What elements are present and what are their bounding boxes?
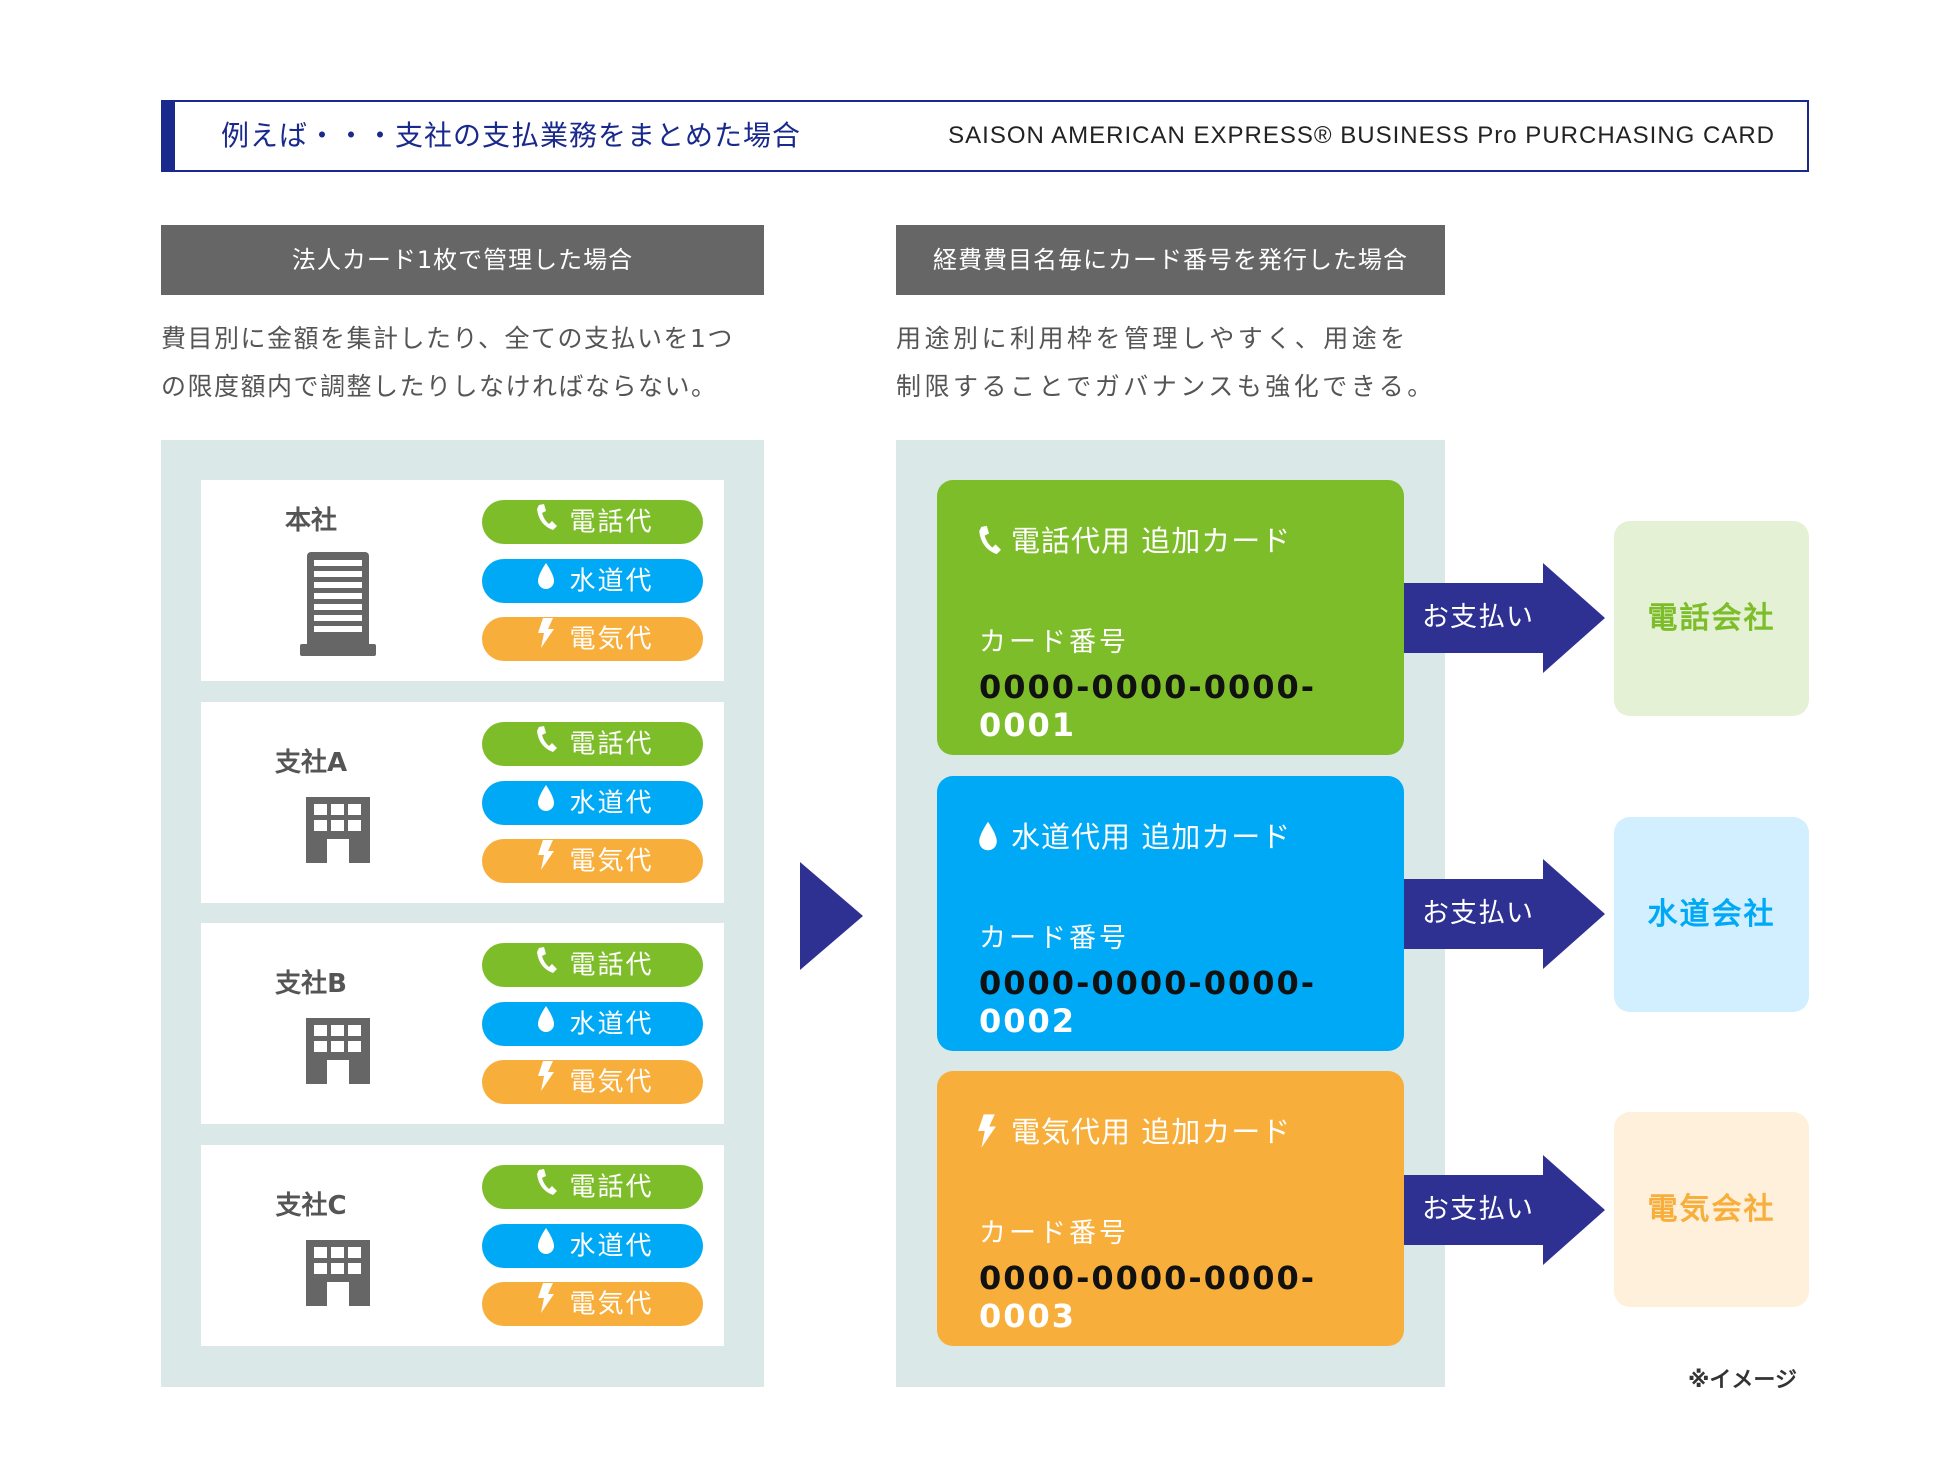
card-title: 水道代用 追加カード [977,814,1291,859]
branch-name: 支社C [275,1191,347,1221]
expense-pill-electric: 電気代 [482,617,703,661]
branch-name: 支社B [275,969,347,999]
water-drop-icon [531,782,561,826]
right-description: 用途別に利用枠を管理しやすく、用途を 制限することでガバナンスも強化できる。 [896,315,1496,411]
company-phone: 電話会社 [1614,521,1809,716]
payment-arrow-phone: お支払い [1404,563,1605,673]
headquarters-building-icon [300,552,376,656]
lightning-icon [531,1282,561,1327]
right-section-header: 経費費目名毎にカード番号を発行した場合 [896,225,1445,295]
office-building-icon [306,797,370,863]
left-desc-line: 費目別に金額を集計したり、全ての支払いを1つ [161,324,734,353]
expense-pill-water: 水道代 [482,1002,703,1046]
company-water: 水道会社 [1614,817,1809,1012]
company-electric: 電気会社 [1614,1112,1809,1307]
card-number: 0000-0000-0000-0002 [979,964,1317,1040]
left-description: 費目別に金額を集計したり、全ての支払いを1つ の限度額内で調整したりしなければな… [161,315,801,411]
arrow-icon [1404,563,1605,673]
expense-pill-electric: 電気代 [482,1060,703,1104]
card-number-label: カード番号 [979,1218,1129,1249]
left-desc-line: の限度額内で調整したりしなければならない。 [161,372,718,401]
phone-icon [977,524,1007,563]
card-number-label: カード番号 [979,923,1129,954]
right-desc-line: 制限することでガバナンスも強化できる。 [896,372,1436,401]
payment-label: お支払い [1422,898,1534,929]
arrow-icon [1404,1155,1605,1265]
additional-card-water: 水道代用 追加カード カード番号 0000-0000-0000-0002 [937,776,1404,1051]
lightning-icon [531,839,561,884]
expense-pill-water: 水道代 [482,781,703,825]
image-note: ※イメージ [1688,1368,1797,1393]
branch-name: 支社A [274,748,348,778]
lightning-icon [531,617,561,662]
payment-arrow-water: お支払い [1404,859,1605,969]
water-drop-icon [531,1225,561,1269]
office-building-icon [306,1240,370,1306]
expense-pill-phone: 電話代 [482,722,703,766]
card-title: 電話代用 追加カード [977,518,1291,563]
additional-card-phone: 電話代用 追加カード カード番号 0000-0000-0000-0001 [937,480,1404,755]
expense-pill-electric: 電気代 [482,1282,703,1326]
left-section-header: 法人カード1枚で管理した場合 [161,225,764,295]
lightning-icon [531,1060,561,1105]
right-desc-line: 用途別に利用枠を管理しやすく、用途を [896,324,1409,353]
water-drop-icon [977,820,1007,859]
additional-card-electric: 電気代用 追加カード カード番号 0000-0000-0000-0003 [937,1071,1404,1346]
expense-pill-water: 水道代 [482,559,703,603]
payment-arrow-electric: お支払い [1404,1155,1605,1265]
brand-name: SAISON AMERICAN EXPRESS® BUSINESS Pro PU… [948,122,1775,149]
expense-pill-electric: 電気代 [482,839,703,883]
branch-box-b: 支社B 電話代 水道代 電気代 [201,923,724,1124]
card-title: 電気代用 追加カード [977,1109,1291,1155]
transition-arrow-icon [800,862,863,970]
water-drop-icon [531,1003,561,1047]
expense-pill-phone: 電話代 [482,943,703,987]
card-number: 0000-0000-0000-0001 [979,668,1317,744]
branch-box-headquarters: 本社 電話代 水道代 電気代 [201,480,724,681]
phone-icon [531,723,561,767]
single-card-panel: 本社 電話代 水道代 電気代 支社A 電話代 水道代 電気代 [161,440,764,1387]
expense-pill-water: 水道代 [482,1224,703,1268]
payment-label: お支払い [1422,1194,1534,1225]
office-building-icon [306,1018,370,1084]
payment-label: お支払い [1422,602,1534,633]
title-banner: 例えば・・・支社の支払業務をまとめた場合 SAISON AMERICAN EXP… [161,100,1809,172]
phone-icon [531,944,561,988]
expense-pill-phone: 電話代 [482,500,703,544]
branch-name: 本社 [284,506,337,536]
branch-box-c: 支社C 電話代 水道代 電気代 [201,1145,724,1346]
branch-box-a: 支社A 電話代 水道代 電気代 [201,702,724,903]
phone-icon [531,501,561,545]
card-number: 0000-0000-0000-0003 [979,1259,1317,1335]
lightning-icon [977,1113,1007,1155]
arrow-icon [1404,859,1605,969]
expense-pill-phone: 電話代 [482,1165,703,1209]
water-drop-icon [531,560,561,604]
card-number-label: カード番号 [979,627,1129,658]
phone-icon [531,1166,561,1210]
per-expense-card-panel: 電話代用 追加カード カード番号 0000-0000-0000-0001 水道代… [896,440,1445,1387]
banner-title: 例えば・・・支社の支払業務をまとめた場合 [221,119,802,152]
